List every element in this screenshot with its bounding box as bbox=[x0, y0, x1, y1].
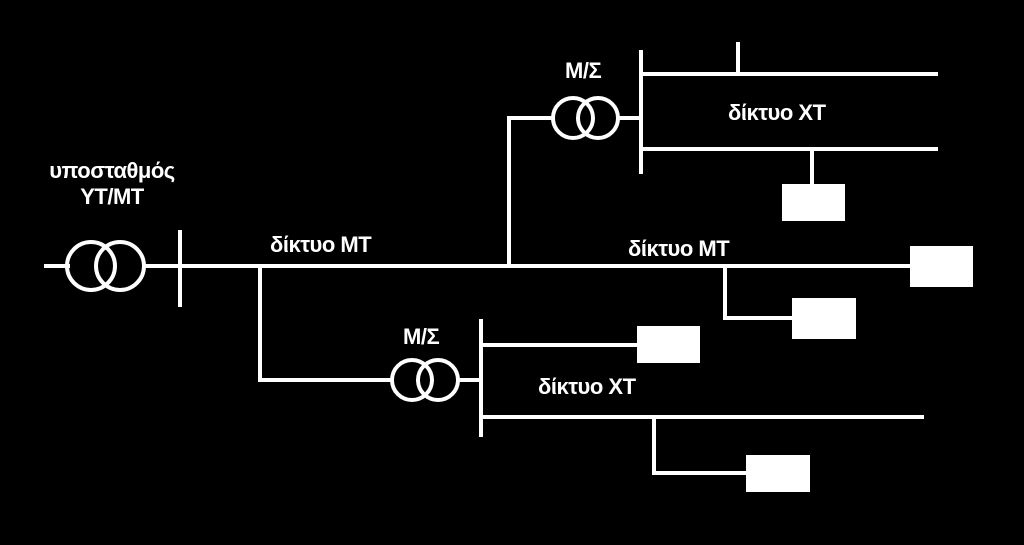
mv-network-label-2: δίκτυο ΜΤ bbox=[628, 236, 730, 261]
substation-label: υποσταθμός ΥΤ/ΜΤ bbox=[38, 158, 186, 210]
lv-load-bottom-1 bbox=[637, 326, 700, 363]
lv-load-bottom-2 bbox=[746, 455, 810, 492]
mv-load-right bbox=[792, 298, 856, 339]
mv-branch-lower bbox=[258, 264, 394, 382]
top-transformer-icon bbox=[551, 96, 620, 140]
mv-network-label-1: δίκτυο ΜΤ bbox=[270, 232, 372, 257]
bottom-transformer-icon bbox=[390, 358, 460, 402]
lv-network-label-bottom: δίκτυο ΧΤ bbox=[538, 374, 636, 399]
substation-label-line2: ΥΤ/ΜΤ bbox=[80, 184, 144, 209]
lv-tap-bottom-2 bbox=[652, 415, 748, 475]
mv-branch-upper bbox=[507, 116, 554, 268]
top-transformer-label: Μ/Σ bbox=[565, 58, 602, 83]
substation-label-line1: υποσταθμός bbox=[49, 158, 175, 183]
lv-load-top bbox=[782, 184, 845, 221]
bottom-transformer-label: Μ/Σ bbox=[403, 324, 440, 349]
mv-load-end bbox=[910, 246, 973, 287]
lv-network-label-top: δίκτυο ΧΤ bbox=[728, 100, 826, 125]
mv-tap-right bbox=[723, 264, 794, 320]
substation-transformer-icon bbox=[65, 240, 146, 292]
